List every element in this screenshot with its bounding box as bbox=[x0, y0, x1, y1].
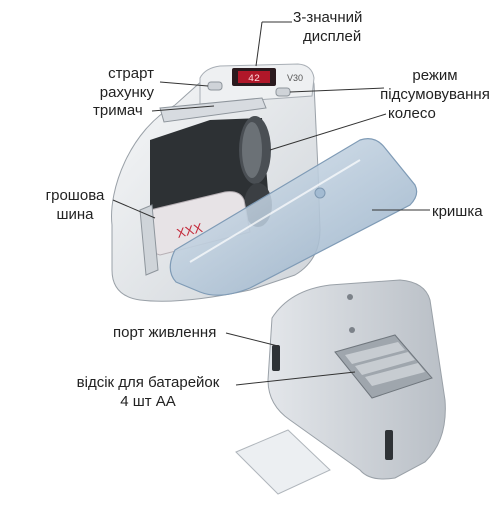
lid bbox=[169, 138, 418, 296]
svg-text:XXX: XXX bbox=[175, 220, 204, 241]
power-port bbox=[272, 345, 280, 371]
battery-compartment bbox=[334, 334, 433, 399]
wheel-label: колесо bbox=[388, 105, 436, 122]
start-count-button[interactable] bbox=[207, 81, 223, 91]
power-port-label: порт живлення bbox=[113, 324, 217, 341]
battery-compartment-label: відсік для батарейок 4 шт АА bbox=[76, 374, 220, 410]
display-panel: 42 bbox=[232, 68, 276, 86]
display-label: 3-значний дисплей bbox=[293, 9, 363, 45]
battery-side-view bbox=[267, 279, 446, 480]
holder-label: тримач bbox=[93, 102, 143, 119]
model-label: V30 bbox=[287, 73, 303, 83]
lid-label: кришка bbox=[432, 203, 483, 220]
start-count-label: страрт рахунку bbox=[99, 65, 154, 101]
battery-cover bbox=[235, 429, 331, 495]
callout-lines bbox=[112, 21, 430, 386]
sum-mode-label: режим підсумовування bbox=[380, 67, 490, 103]
display-value: 42 bbox=[248, 74, 260, 85]
money-bus-label: грошова шина bbox=[45, 187, 105, 223]
holder-arm bbox=[159, 97, 267, 123]
money-counter: 42 V30 XXX bbox=[111, 63, 418, 302]
sum-mode-button[interactable] bbox=[275, 87, 291, 97]
